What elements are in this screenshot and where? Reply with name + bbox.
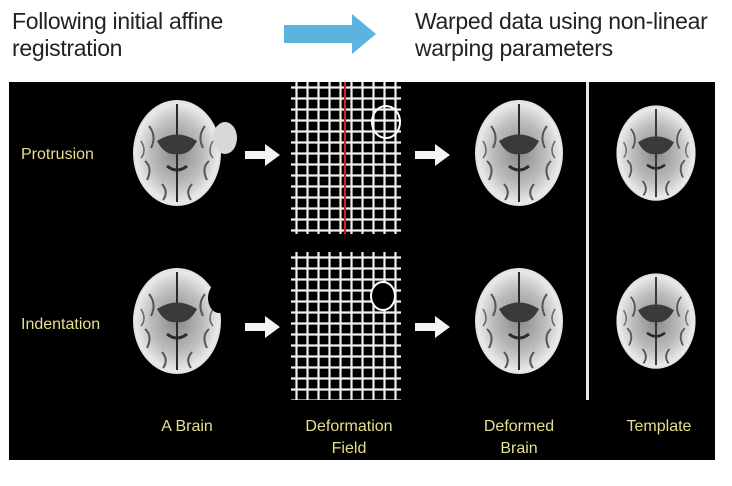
white-arrow-icon xyxy=(415,144,450,166)
template-brain-1 xyxy=(614,103,698,203)
left-caption: Following initial affine registration xyxy=(12,8,223,61)
right-caption: Warped data using non-linear warping par… xyxy=(415,8,708,61)
white-arrow-icon xyxy=(245,144,280,166)
white-arrow-icon xyxy=(245,316,280,338)
deformed-brain-protrusion xyxy=(473,98,565,208)
column-divider xyxy=(586,82,589,400)
figure-panel: Protrusion Indentation xyxy=(9,82,715,460)
col-label-deformed-brain: Deformed Brain xyxy=(483,418,555,457)
white-arrow-icon xyxy=(415,316,450,338)
col-label-brain: A Brain xyxy=(161,418,213,435)
row-label-protrusion: Protrusion xyxy=(21,146,94,163)
col-label-deformation-field: Deformation Field xyxy=(305,418,393,457)
brain-image-protrusion xyxy=(131,98,237,208)
deformed-brain-indentation xyxy=(473,266,565,376)
brain-image-indentation xyxy=(131,266,230,376)
right-arrow-icon xyxy=(284,14,376,54)
deformation-grid-indentation xyxy=(291,252,401,400)
deformation-grid-protrusion xyxy=(291,82,401,234)
template-brain-2 xyxy=(614,271,698,371)
col-label-template: Template xyxy=(626,418,692,435)
row-label-indentation: Indentation xyxy=(21,316,101,333)
